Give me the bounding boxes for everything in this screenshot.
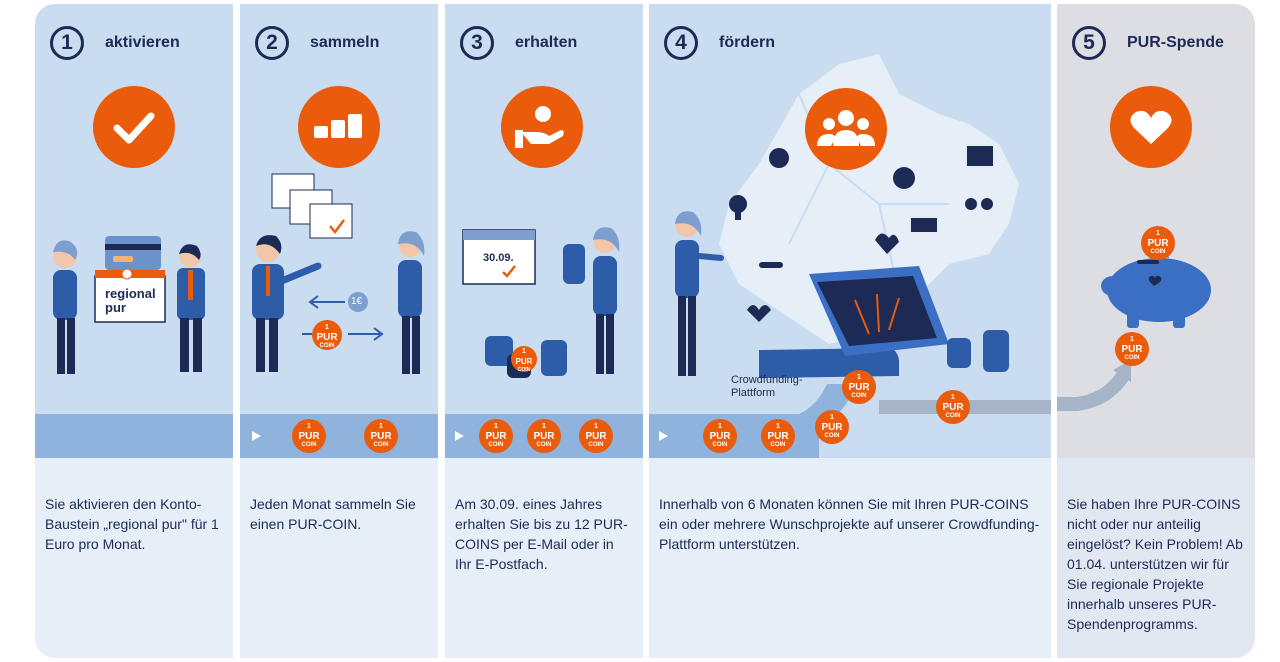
step-title: sammeln <box>310 34 380 51</box>
euro-coin-label: 1€ <box>351 296 363 307</box>
step-panel-1: 1 aktivieren regional pur Sie aktivieren… <box>35 4 233 658</box>
step-description: Am 30.09. eines Jahres erhalten Sie bis … <box>455 496 628 572</box>
coin-flow-band <box>240 414 438 458</box>
collecting-illustration <box>252 173 425 374</box>
step-panel-4: 4 fördern <box>649 4 1051 658</box>
group-people-icon <box>805 88 887 170</box>
support-illustration <box>675 54 1051 424</box>
platform-label: Crowdfunding- Plattform <box>731 374 803 399</box>
calendar-date: 30.09. <box>483 252 514 264</box>
step-number: 3 <box>460 26 494 60</box>
box-label-pur: pur <box>105 300 126 315</box>
step-description-area <box>445 458 643 658</box>
step-number: 5 <box>1072 26 1106 60</box>
coin-flow-band <box>35 414 233 458</box>
checkmark-icon <box>93 86 175 168</box>
step-description-area <box>35 458 233 658</box>
step-number: 1 <box>50 26 84 60</box>
step-description: Sie haben Ihre PUR-COINS nicht oder nur … <box>1067 496 1243 632</box>
flow-arrow-icon <box>659 431 668 441</box>
receiving-illustration <box>462 227 620 378</box>
flow-arrow-icon <box>252 431 261 441</box>
step-description: Jeden Monat sammeln Sie einen PUR-COIN. <box>250 496 416 532</box>
step-illustration-area <box>35 4 233 458</box>
coin-stacks-icon <box>298 86 380 168</box>
step-title: aktivieren <box>105 34 180 51</box>
step-title: PUR-Spende <box>1127 34 1224 51</box>
step-description-area <box>1057 458 1255 658</box>
heart-icon <box>1110 86 1192 168</box>
box-label-regional: regional <box>105 286 156 301</box>
step-title: fördern <box>719 34 775 51</box>
step-number: 2 <box>255 26 289 60</box>
step-title: erhalten <box>515 34 578 51</box>
step-description-area <box>649 458 1051 658</box>
donation-illustration <box>1057 236 1211 411</box>
step-description: Innerhalb von 6 Monaten können Sie mit I… <box>659 496 1040 552</box>
hand-receiving-icon <box>501 86 583 168</box>
step-description-area <box>240 458 438 658</box>
activation-illustration <box>53 236 205 374</box>
flow-arrow-icon <box>455 431 464 441</box>
step-description: Sie aktivieren den Konto-Baustein „regio… <box>45 496 219 552</box>
step-number: 4 <box>664 26 698 60</box>
